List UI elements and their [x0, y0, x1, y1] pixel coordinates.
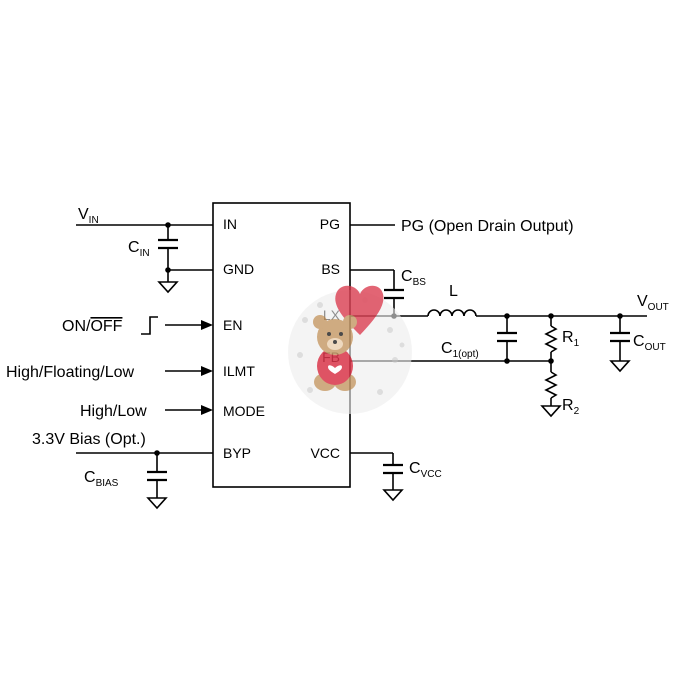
pin-mode: MODE	[223, 403, 265, 419]
vin-network	[76, 222, 213, 294]
pin-gnd: GND	[223, 261, 254, 277]
pin-byp: BYP	[223, 445, 251, 461]
arrowhead-icon	[201, 405, 213, 415]
ground-symbol	[382, 489, 404, 502]
vout-label: VOUT	[637, 293, 669, 313]
arrowhead-icon	[201, 320, 213, 330]
cin-label: CIN	[128, 239, 150, 259]
ground-symbol	[146, 497, 168, 510]
ground-symbol	[540, 405, 562, 418]
bias-network	[76, 450, 213, 510]
cbias-label: CBIAS	[84, 469, 119, 489]
pg-label: PG (Open Drain Output)	[401, 218, 574, 235]
bias-label: 3.3V Bias (Opt.)	[32, 431, 146, 448]
ground-symbol	[157, 281, 179, 294]
mode-signal-label: High/Low	[80, 403, 147, 420]
cvcc-label: CVCC	[409, 460, 442, 480]
pin-ilmt: ILMT	[223, 363, 255, 379]
heart-balloon-icon	[335, 285, 384, 335]
cout-label: COUT	[633, 333, 666, 353]
r2-symbol	[544, 371, 558, 399]
c1-label: C1(opt)	[441, 340, 479, 360]
r1-label: R1	[562, 329, 580, 349]
pin-en: EN	[223, 317, 242, 333]
ground-symbol	[609, 360, 631, 373]
pin-in: IN	[223, 216, 237, 232]
arrowhead-icon	[201, 366, 213, 376]
vcc-network	[350, 452, 404, 502]
r2-label: R2	[562, 397, 580, 417]
pin-vcc: VCC	[310, 445, 340, 461]
pin-bs: BS	[321, 261, 340, 277]
bear-watermark	[288, 285, 412, 414]
vin-label: VIN	[78, 206, 99, 226]
step-icon	[141, 316, 158, 335]
pin-pg: PG	[320, 216, 340, 232]
ilmt-signal-label: High/Floating/Low	[6, 364, 135, 381]
r1-symbol	[544, 325, 558, 353]
on-off-label: ON/OFF	[62, 318, 123, 335]
cbs-label: CBS	[401, 268, 426, 288]
inductor-symbol	[427, 309, 477, 317]
inductor-label: L	[449, 283, 458, 300]
